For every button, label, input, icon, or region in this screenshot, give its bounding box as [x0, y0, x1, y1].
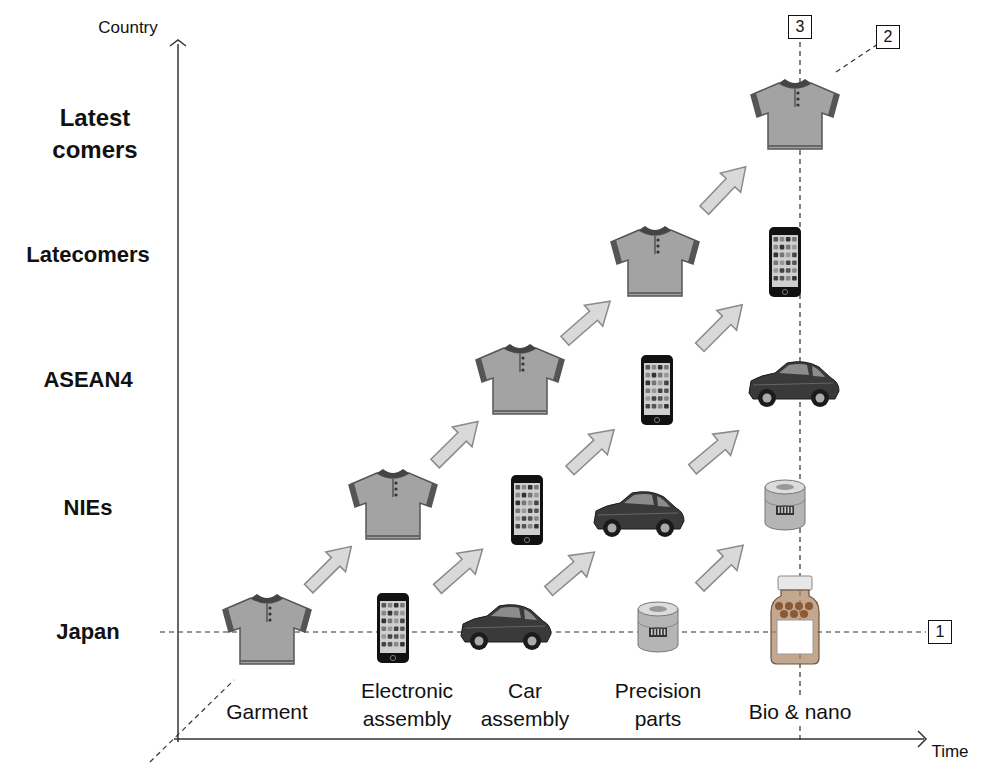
car-icon: [461, 605, 551, 650]
industry-label: Car assembly: [473, 677, 577, 734]
block-arrow: [684, 420, 748, 480]
phone-icon: [769, 227, 801, 297]
callout-number: 3: [796, 19, 805, 35]
callout-number-box: 3: [788, 15, 812, 39]
guide-lines: [150, 42, 926, 762]
phone-icon: [377, 593, 409, 663]
garment-icon: [223, 594, 311, 664]
guide-line: [836, 44, 878, 72]
block-arrow: [428, 539, 492, 600]
x-axis-head: [918, 731, 926, 747]
block-arrow: [540, 541, 604, 601]
axes: [170, 40, 926, 747]
block-arrow: [690, 295, 752, 357]
country-group-label: NIEs: [62, 493, 115, 523]
block-arrow: [560, 419, 623, 480]
country-group-label: Latest comers: [33, 102, 157, 167]
garment-icon: [476, 344, 564, 414]
guide-line: [150, 680, 234, 762]
block-arrows: [299, 157, 756, 601]
country-group-label: Japan: [54, 617, 122, 647]
country-group-label: Latecomers: [24, 240, 152, 270]
industry-label: Electronic assembly: [348, 677, 467, 734]
industry-label: Precision parts: [606, 677, 710, 734]
precision-part-icon: [765, 480, 805, 530]
phone-icon: [511, 475, 543, 545]
callout-number-box: 1: [928, 620, 952, 644]
garment-icon: [611, 226, 699, 296]
block-arrow: [694, 157, 756, 220]
y-axis-head: [170, 40, 186, 46]
block-arrow: [690, 535, 753, 597]
country-group-label: ASEAN4: [41, 365, 134, 395]
y-axis: [177, 44, 179, 742]
garment-icon: [349, 469, 437, 539]
garment-icon: [751, 79, 839, 149]
block-arrow: [425, 411, 487, 473]
x-axis: [174, 738, 924, 740]
bio-nano-bottle-icon: [771, 576, 819, 664]
axis-label: Country: [96, 17, 160, 40]
axis-label: Time: [929, 741, 970, 764]
block-arrow: [299, 536, 361, 598]
block-arrow: [556, 291, 620, 352]
callout-number: 1: [936, 624, 945, 640]
industry-label: Bio & nano: [747, 698, 854, 726]
precision-part-icon: [638, 602, 678, 652]
industry-label: Garment: [224, 698, 310, 726]
phone-icon: [641, 355, 673, 425]
car-icon: [594, 492, 684, 537]
callout-number-box: 2: [876, 25, 900, 49]
callout-number: 2: [884, 29, 893, 45]
car-icon: [749, 362, 839, 407]
